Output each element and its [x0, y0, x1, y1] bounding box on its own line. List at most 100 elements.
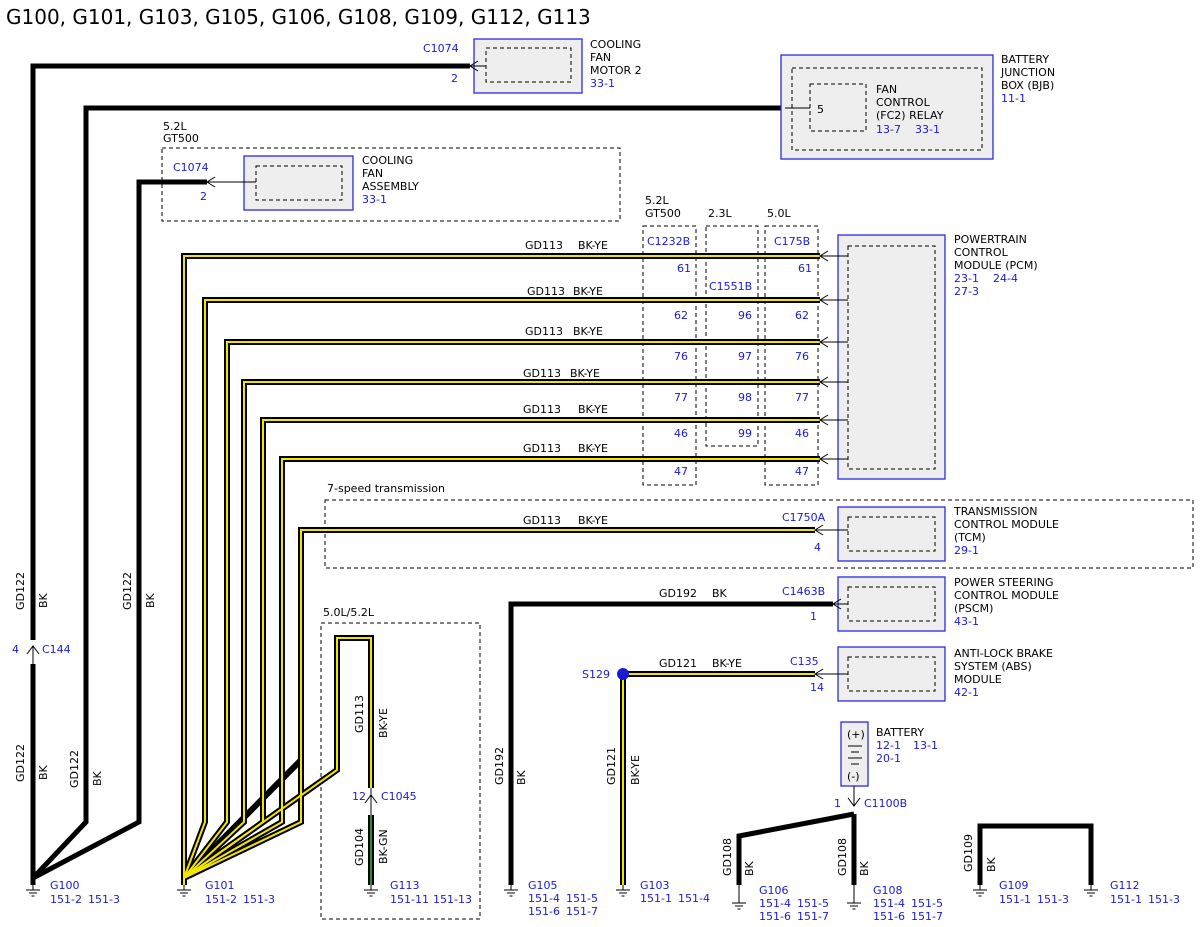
svg-text:BK: BK — [515, 769, 528, 785]
gd121-color: BK-YE — [712, 657, 742, 670]
bk-ye-wires — [181, 253, 820, 885]
svg-text:GD113: GD113 — [523, 514, 561, 527]
svg-text:46: 46 — [674, 427, 688, 440]
ground-g100: G100 151-2 151-3 — [50, 879, 120, 906]
c175b-pins: 61 62 76 77 46 47 — [795, 262, 812, 478]
svg-text:76: 76 — [674, 350, 688, 363]
cfa-name-1: COOLING — [362, 154, 413, 167]
cfa-variant-2: GT500 — [163, 132, 199, 145]
svg-text:G109: G109 — [999, 879, 1029, 892]
c1232b-frame — [642, 225, 697, 486]
svg-text:46: 46 — [795, 427, 809, 440]
svg-text:151-3: 151-3 — [1037, 893, 1069, 906]
svg-text:99: 99 — [738, 427, 752, 440]
svg-text:BK: BK — [858, 860, 871, 876]
c144-pin: 4 — [12, 643, 19, 656]
svg-text:151-3: 151-3 — [1148, 893, 1180, 906]
gd192-color: BK — [712, 587, 728, 600]
gd192-label: GD192 — [659, 587, 697, 600]
svg-text:BK-YE: BK-YE — [578, 514, 608, 527]
svg-text:97: 97 — [738, 350, 752, 363]
svg-text:G103: G103 — [640, 879, 670, 892]
bjb-name-2: JUNCTION — [1000, 66, 1055, 79]
svg-text:151-7: 151-7 — [797, 910, 829, 923]
ground-symbols — [26, 885, 1098, 910]
c144-label: C144 — [42, 643, 71, 656]
tcm-connector: C1750A — [782, 511, 826, 524]
c1551b-label: C1551B — [709, 280, 752, 293]
tcm-name-3: (TCM) — [954, 531, 986, 544]
battery-ref2: 13-1 — [913, 739, 938, 752]
pcm-name-2: CONTROL — [954, 246, 1009, 259]
tcm-box — [837, 506, 946, 562]
svg-text:GD122: GD122 — [68, 750, 81, 788]
abs-ref: 42-1 — [954, 686, 979, 699]
fc2-name-1: FAN — [876, 83, 897, 96]
cfa-name-3: ASSEMBLY — [362, 180, 419, 193]
svg-text:151-6: 151-6 — [528, 905, 560, 918]
cfm2-name-3: MOTOR 2 — [590, 64, 642, 77]
svg-text:151-1: 151-1 — [640, 892, 672, 905]
svg-text:GD192: GD192 — [493, 747, 506, 785]
abs-name-2: SYSTEM (ABS) — [954, 660, 1032, 673]
c175b-variant: 5.0L — [767, 207, 791, 220]
battery-ref3: 20-1 — [876, 752, 901, 765]
svg-text:BK-GN: BK-GN — [377, 829, 390, 864]
abs-box — [837, 646, 946, 702]
svg-text:G113: G113 — [390, 879, 420, 892]
svg-text:BK: BK — [91, 770, 104, 786]
c1045-label: C1045 — [381, 790, 417, 803]
abs-pin: 14 — [810, 681, 824, 694]
c1232b-variant-1: 5.2L — [645, 194, 669, 207]
s129-label: S129 — [582, 668, 610, 681]
bjb-box — [780, 54, 994, 160]
svg-text:151-2: 151-2 — [50, 893, 82, 906]
c1045-variant-frame — [320, 622, 481, 920]
svg-text:G100: G100 — [50, 879, 80, 892]
bk-ye-wires-stripe — [183, 255, 820, 885]
pscm-name-3: (PSCM) — [954, 602, 993, 615]
tcm-name-2: CONTROL MODULE — [954, 518, 1059, 531]
ground-g103: G103 151-1 151-4 — [640, 879, 710, 905]
svg-text:151-7: 151-7 — [566, 905, 598, 918]
cfa-name-2: FAN — [362, 167, 383, 180]
abs-name-1: ANTI-LOCK BRAKE — [954, 647, 1053, 660]
svg-text:151-13: 151-13 — [433, 893, 472, 906]
cooling-fan-motor2-box — [473, 38, 583, 94]
battery-connector: C1100B — [864, 797, 907, 810]
svg-text:77: 77 — [795, 391, 809, 404]
battery-connector-arrow — [847, 797, 861, 807]
pscm-box — [837, 576, 946, 632]
svg-text:62: 62 — [795, 309, 809, 322]
pcm-box — [837, 234, 946, 480]
battery-name: BATTERY — [876, 726, 924, 739]
svg-text:77: 77 — [674, 391, 688, 404]
pscm-name-1: POWER STEERING — [954, 576, 1054, 589]
gd121-label: GD121 — [659, 657, 697, 670]
cooling-fan-assembly-box — [243, 155, 354, 211]
svg-text:BK-YE: BK-YE — [573, 325, 603, 338]
wire-gd122-bjb — [31, 105, 785, 880]
pcm-ref1: 23-1 — [954, 272, 979, 285]
fc2-ref2: 33-1 — [915, 123, 940, 136]
svg-text:GD113: GD113 — [525, 239, 563, 252]
c1232b-variant-2: GT500 — [645, 207, 681, 220]
battery-plus: (+) — [847, 728, 865, 741]
svg-text:G101: G101 — [205, 879, 235, 892]
svg-text:GD113: GD113 — [353, 695, 366, 733]
battery-minus: (-) — [847, 770, 860, 783]
pcm-name-3: MODULE (PCM) — [954, 259, 1038, 272]
pcm-name-1: POWERTRAIN — [954, 233, 1027, 246]
svg-text:61: 61 — [677, 262, 691, 275]
abs-name-3: MODULE — [954, 673, 1002, 686]
wire-gd108-g106 — [736, 811, 855, 885]
fc2-ref1: 13-7 — [876, 123, 901, 136]
svg-text:BK-YE: BK-YE — [578, 403, 608, 416]
tcm-pin: 4 — [814, 541, 821, 554]
svg-text:62: 62 — [674, 309, 688, 322]
ground-g101: G101 151-2 151-3 — [205, 879, 275, 906]
fc2-name-2: CONTROL — [876, 96, 931, 109]
svg-text:76: 76 — [795, 350, 809, 363]
